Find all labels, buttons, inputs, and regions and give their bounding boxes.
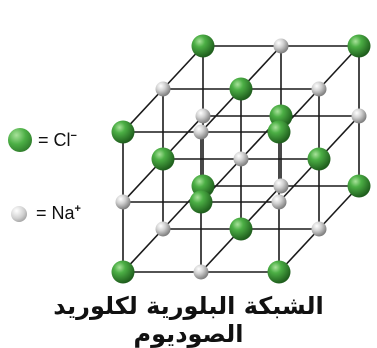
legend-chloride-label: = Cl− xyxy=(38,129,77,150)
diagram-caption: الشبكة البلورية لكلوريد الصوديوم xyxy=(53,292,324,348)
legend-sodium-label: = Na+ xyxy=(36,203,81,223)
sodium-ion xyxy=(193,264,209,280)
chloride-ion xyxy=(111,120,135,144)
sodium-ion xyxy=(311,221,327,237)
lattice-atoms xyxy=(111,34,371,284)
sodium-ion-swatch xyxy=(11,205,27,222)
sodium-ion xyxy=(193,124,209,140)
sodium-ion xyxy=(311,81,327,97)
chloride-ion-swatch xyxy=(8,128,32,152)
sodium-ion xyxy=(115,194,131,210)
chloride-ion xyxy=(307,147,331,171)
chloride-ion xyxy=(229,77,253,101)
legend-sodium: = Na+ xyxy=(8,203,81,224)
chloride-ion xyxy=(229,217,253,241)
chloride-ion xyxy=(111,260,135,284)
sodium-ion xyxy=(233,151,249,167)
sodium-ion xyxy=(273,38,289,54)
chloride-ion xyxy=(347,34,371,58)
chloride-ion xyxy=(151,147,175,171)
chloride-ion xyxy=(267,260,291,284)
chloride-ion xyxy=(189,190,213,214)
chloride-ion xyxy=(191,34,215,58)
sodium-ion xyxy=(351,108,367,124)
chloride-ion xyxy=(347,174,371,198)
sodium-ion xyxy=(195,108,211,124)
chloride-ion xyxy=(267,120,291,144)
sodium-ion xyxy=(271,194,287,210)
sodium-ion xyxy=(155,221,171,237)
legend-chloride: = Cl− xyxy=(8,128,77,152)
sodium-ion xyxy=(273,178,289,194)
sodium-ion xyxy=(155,81,171,97)
